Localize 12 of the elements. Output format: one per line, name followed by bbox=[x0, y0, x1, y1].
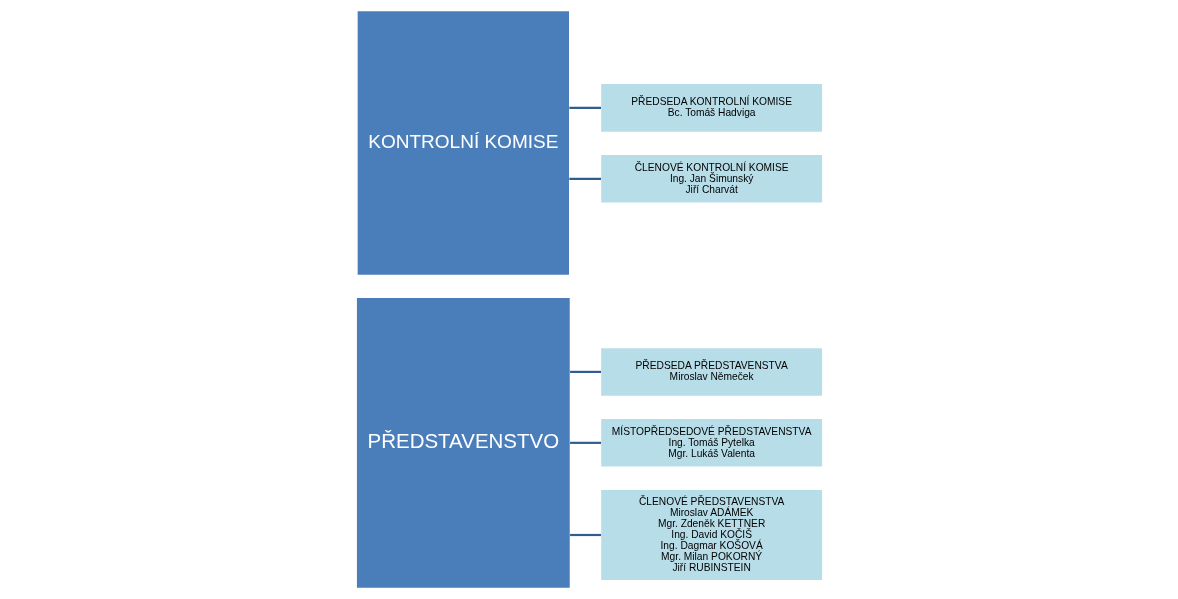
connector bbox=[569, 533, 601, 537]
connector bbox=[568, 106, 601, 109]
connector bbox=[568, 177, 601, 180]
node-box: ČLENOVÉ PŘEDSTAVENSTVA Miroslav ADÁMEK Mgr. Zdeněk KETTNER Ing. David KOČIŠ Ing. Dagmar KOŠOVÁ Mgr. Milan POKORNÝ Jiří RUBINSTEIN bbox=[600, 490, 822, 580]
node-box: PŘEDSEDA PŘEDSTAVENSTVA Miroslav Němeček bbox=[600, 348, 822, 396]
connector bbox=[569, 370, 601, 373]
connector bbox=[569, 441, 601, 444]
node-box: ČLENOVÉ KONTROLNÍ KOMISE Ing. Jan Šimunský Jiří Charvát bbox=[600, 155, 822, 203]
node-box: PŘEDSEDA KONTROLNÍ KOMISE Bc. Tomáš Hadviga bbox=[600, 84, 822, 132]
node-box: PŘEDSTAVENSTVO bbox=[356, 298, 570, 588]
node-box: KONTROLNÍ KOMISE bbox=[357, 11, 569, 275]
node-box: MÍSTOPŘEDSEDOVÉ PŘEDSTAVENSTVA Ing. Tomáš Pytelka Mgr. Lukáš Valenta bbox=[600, 419, 822, 467]
